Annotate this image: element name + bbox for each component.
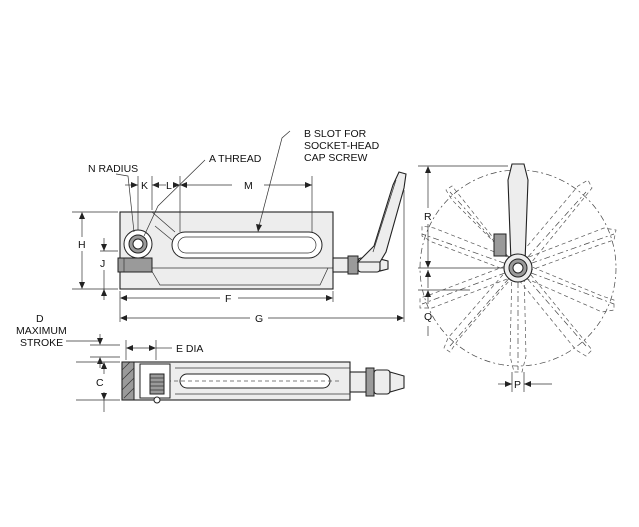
f-label: F [225,293,231,305]
m-label: M [244,180,253,192]
g-label: G [255,313,263,325]
j-label: J [100,258,105,270]
k-label: K [141,180,148,192]
cam-lever [356,171,407,263]
r-label: R [424,211,432,223]
e-dia-label: E DIA [176,343,203,355]
h-label: H [78,239,86,251]
end-view-lever [507,163,529,263]
end-view [418,163,617,392]
a-thread-label: A THREAD [209,153,262,165]
side-dimensions [66,334,172,412]
b-slot-label-1: B SLOT FOR [304,128,367,140]
p-label: P [514,379,521,391]
c-label: C [96,377,104,389]
l-label: L [166,180,172,192]
q-label: Q [424,311,432,323]
d-label-1: D [36,313,44,325]
n-radius-label: N RADIUS [88,163,138,175]
b-slot-label-2: SOCKET-HEAD [304,140,380,152]
b-slot-label-3: CAP SCREW [304,152,367,164]
front-view [117,171,407,290]
side-view [121,361,405,404]
d-label-3: STROKE [20,337,63,349]
d-label-2: MAXIMUM [16,325,67,337]
front-dimensions [72,130,405,322]
b-slot [171,231,323,259]
pivot-pin [117,257,153,273]
labels: B SLOT FOR SOCKET-HEAD CAP SCREW N RADIU… [16,128,521,391]
